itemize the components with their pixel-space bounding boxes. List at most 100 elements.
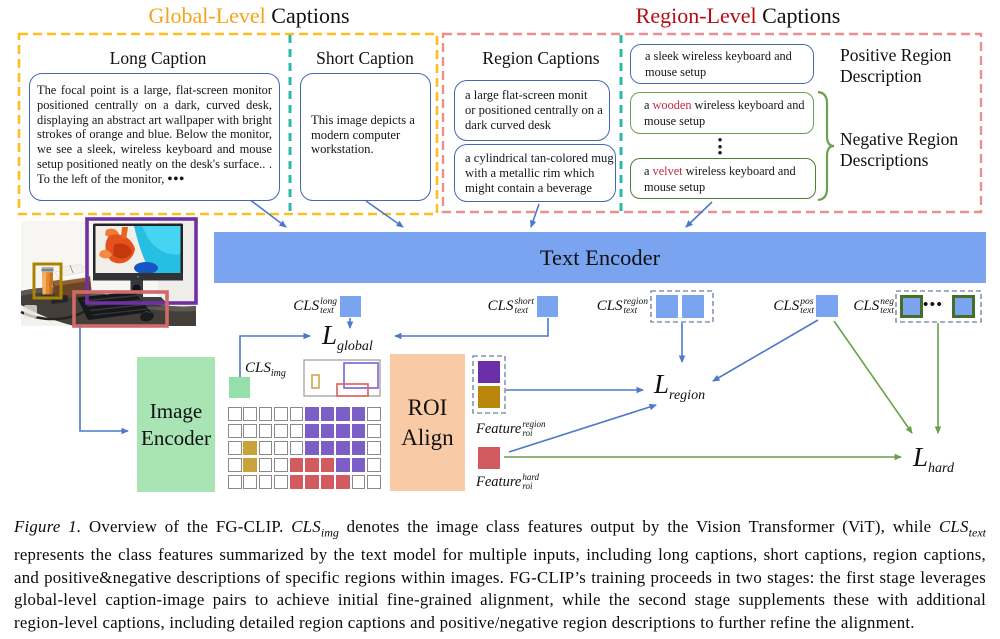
long-caption-ellipsis: ••• (167, 171, 186, 187)
region-caption-line: might contain a beverage (465, 181, 592, 195)
patch-cell-monitor (351, 424, 366, 438)
image-encoder-block: Image Encoder (137, 357, 215, 492)
roi-align-label-line: ROI (407, 394, 448, 420)
patch-cell-keyboard (305, 475, 319, 489)
patch-cell-background (258, 407, 273, 421)
long-caption-line: To the left of the monitor, ••• (37, 171, 186, 187)
negative-attribute-word: wooden (652, 98, 692, 112)
patch-cell-monitor (351, 407, 366, 421)
negative-attribute-word: velvet (652, 164, 683, 178)
cls-neg-ellipsis: ••• (923, 297, 944, 313)
patch-cell-background (289, 441, 304, 455)
patch-cell-keyboard (320, 458, 335, 472)
patch-cell-background (258, 458, 273, 472)
figure-caption-line: Figure 1. Overview of the FG-CLIP. CLSim… (14, 517, 986, 540)
region-caption-box-1: a large flat-screen monit or positioned … (454, 80, 610, 141)
figure-caption: Figure 1. Overview of the FG-CLIP. CLSim… (14, 516, 986, 634)
text-encoder-label: Text Encoder (539, 244, 661, 270)
short-caption-line: This image depicts a (311, 113, 415, 128)
patch-cell-monitor (320, 424, 335, 438)
patch-cell-mug (243, 458, 257, 472)
cls-text-math: CLS (938, 517, 969, 536)
patch-cell-monitor (305, 424, 319, 438)
patch-cell-monitor (320, 407, 335, 421)
image-encoder-label-line: Encoder (141, 425, 211, 450)
patch-cell-background (243, 424, 257, 438)
patch-cell-background (367, 441, 381, 455)
patch-cell-background (274, 441, 288, 455)
patch-cell-monitor (320, 441, 335, 455)
patch-cell-background (289, 424, 304, 438)
cls-text-region-token (682, 295, 704, 318)
patch-cell-background (274, 475, 288, 489)
patch-cell-background (228, 407, 242, 421)
short-caption-title: Short Caption (316, 48, 414, 68)
patch-cell-background (289, 407, 304, 421)
cls-region-dashed-box (650, 290, 714, 323)
image-to-encoder-connector (79, 327, 129, 435)
patch-cell-background (274, 458, 288, 472)
patch-cell-keyboard (305, 458, 319, 472)
region-caption-line: or positioned centrally on a (465, 103, 603, 117)
long-caption-line: positioned centrally on a dark, curved d… (37, 97, 272, 112)
figure-caption-line: global-level caption-image pairs to achi… (14, 590, 986, 610)
region-caption-line: dark curved desk (465, 118, 552, 132)
positive-region-box: a sleek wireless keyboard and mouse setu… (630, 44, 814, 84)
patch-cell-monitor (305, 407, 319, 421)
region-level-header-rest: Captions (756, 3, 841, 28)
region-schematic-box (303, 359, 381, 397)
roi-align-label-line: Align (401, 424, 454, 450)
long-caption-line: strokes of orange and blue. Below the mo… (37, 127, 272, 142)
cls-text-pos-token (816, 295, 838, 317)
l-global-connectors (239, 318, 549, 377)
image-encoder-label-line: Image (149, 398, 203, 423)
patch-cell-background (228, 475, 242, 489)
negative-region-line: mouse setup (644, 179, 706, 194)
patch-cell-monitor (336, 407, 350, 421)
roi-align-block: ROI Align (390, 354, 465, 491)
long-caption-line: we see a sleek, wireless keyboard and mo… (37, 142, 272, 157)
cls-img-label: CLSimg (245, 360, 286, 379)
mug-bbox (32, 262, 63, 300)
negative-descriptions-brace (817, 90, 835, 202)
text-encoder-block: Text Encoder (214, 232, 986, 283)
short-caption-line: modern computer (311, 127, 401, 142)
workstation-photo (20, 217, 198, 328)
region-caption-line: a large flat-screen monit (465, 88, 588, 102)
patch-cell-background (351, 475, 366, 489)
global-level-header: Global-Level Captions (99, 3, 399, 29)
patch-cell-background (274, 424, 288, 438)
l-hard-connectors (504, 320, 942, 461)
feature-region-token-monitor (478, 361, 500, 383)
cls-text-neg-token (952, 295, 975, 318)
negative-boxes-ellipsis: ••• (717, 132, 723, 160)
patch-cell-background (258, 424, 273, 438)
patch-cell-keyboard (289, 475, 304, 489)
patch-cell-monitor (336, 441, 350, 455)
region-level-header-accent: Region-Level (635, 3, 757, 28)
cls-text-region-token (656, 295, 678, 318)
keyboard-bbox (72, 290, 169, 328)
patch-cell-keyboard (320, 475, 335, 489)
patch-cell-background (367, 475, 381, 489)
cls-text-short-token (537, 296, 558, 317)
long-caption-title: Long Caption (109, 48, 207, 68)
patch-cell-monitor (351, 441, 366, 455)
patch-cell-monitor (305, 441, 319, 455)
negative-region-line: mouse setup (644, 113, 706, 128)
global-level-header-accent: Global-Level (148, 3, 266, 28)
short-caption-line: workstation. (311, 142, 374, 157)
cls-img-math: CLS (291, 517, 321, 536)
patch-cell-monitor (351, 458, 366, 472)
patch-cell-background (367, 458, 381, 472)
patch-cell-background (228, 424, 242, 438)
cls-neg-dashed-box (895, 290, 982, 323)
region-level-header: Region-Level Captions (588, 3, 888, 29)
region-caption-line: with a metallic rim which (465, 166, 595, 180)
